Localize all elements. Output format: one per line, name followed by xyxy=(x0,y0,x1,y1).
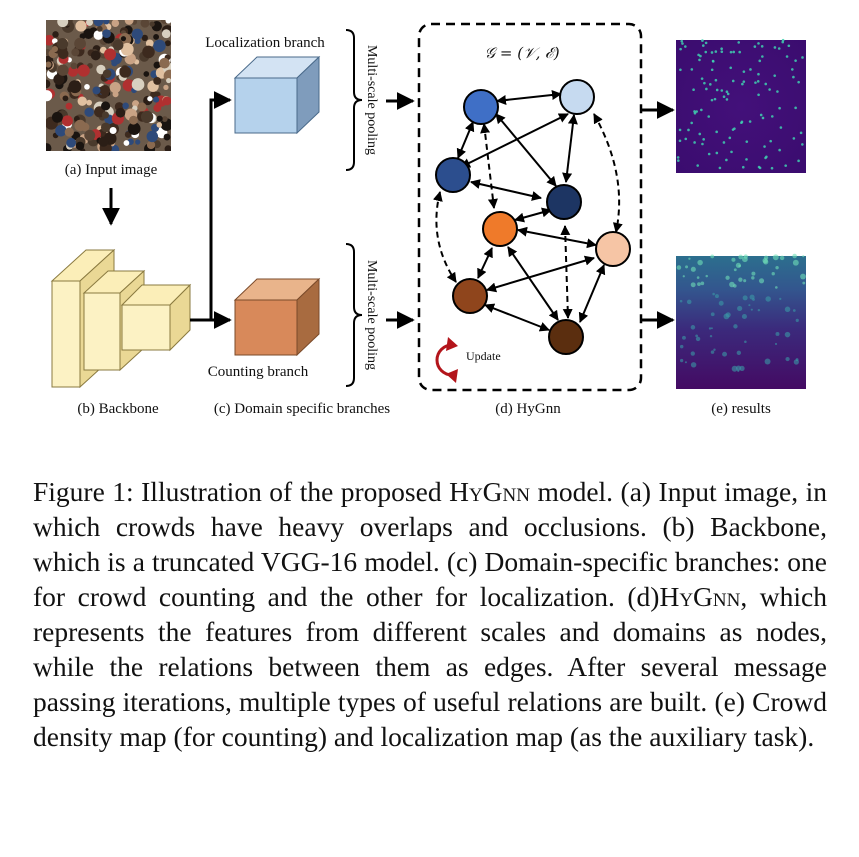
localization-branch-cube xyxy=(233,55,321,135)
update-label: Update xyxy=(466,349,501,363)
results-label: (e) results xyxy=(711,401,771,417)
graph-node xyxy=(463,89,499,125)
graph-node xyxy=(452,278,488,314)
graph-node xyxy=(482,211,518,247)
backbone-label: (b) Backbone xyxy=(77,401,159,417)
counting-branch-label: Counting branch xyxy=(208,364,309,380)
graph-node xyxy=(559,79,595,115)
pooling-label-bottom: Multi-scale pooling xyxy=(364,260,379,370)
localization-map-image xyxy=(676,38,806,173)
graph-nodes xyxy=(435,79,631,355)
backbone-to-branches-arrows xyxy=(190,91,232,329)
hygnn-figure: (a) Input image (b) Backbone Localizatio… xyxy=(46,20,806,417)
pooling-braces xyxy=(345,29,363,387)
caption-model-name-2: HyGnn xyxy=(659,581,741,612)
graph-node xyxy=(548,319,584,355)
figure-caption: Figure 1: Illustration of the proposed H… xyxy=(33,474,827,754)
localization-branch-label: Localization branch xyxy=(205,35,325,51)
graph-node xyxy=(595,231,631,267)
caption-model-name: HyGnn xyxy=(449,476,530,507)
counting-branch-cube xyxy=(233,277,321,357)
backbone-blocks xyxy=(50,248,192,389)
input-crowd-image xyxy=(46,20,171,151)
update-cycle-icon xyxy=(435,337,458,383)
density-map-image xyxy=(676,253,806,389)
caption-rest: , which represents the features from dif… xyxy=(33,581,827,752)
input-image-label: (a) Input image xyxy=(65,162,158,178)
hygnn-graph-box xyxy=(417,22,643,392)
hygnn-label: (d) HyGnn xyxy=(495,401,561,417)
branches-label: (c) Domain specific branches xyxy=(214,401,390,417)
graph-node xyxy=(546,184,582,220)
graph-dashed-edges xyxy=(432,113,623,319)
graph-formula: 𝒢 = (𝒱, ℰ) xyxy=(484,44,559,62)
graph-node xyxy=(435,157,471,193)
caption-prefix: Figure 1: Illustration of the proposed xyxy=(33,476,450,507)
pooling-label-top: Multi-scale pooling xyxy=(364,45,379,155)
caption-body: model. (a) Input image, in which crowds … xyxy=(33,476,828,612)
